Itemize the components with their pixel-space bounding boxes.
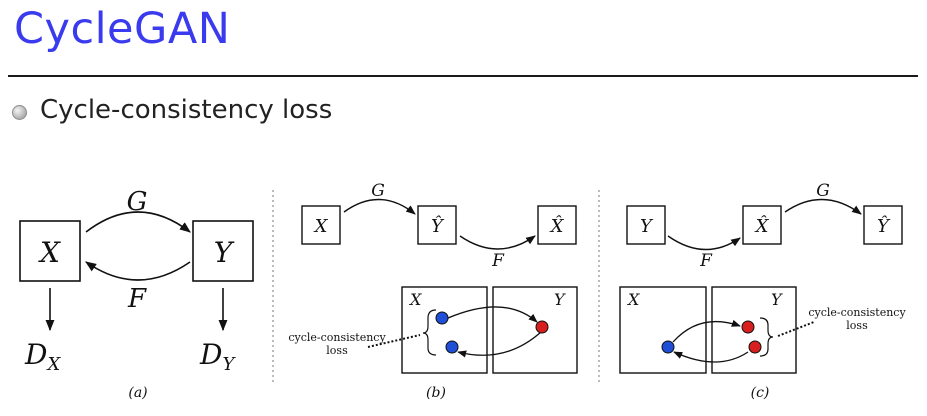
loss-pointer-b <box>367 334 421 348</box>
arrow-c-f <box>667 235 741 251</box>
brace-c <box>759 317 774 357</box>
loss-label-c-2: loss <box>846 319 868 332</box>
discriminator-y-main: D <box>199 338 222 371</box>
red-point-c-1 <box>741 320 755 334</box>
arrow-f-label: F <box>127 284 147 314</box>
box-c-xhat-label: X̂ <box>754 215 770 237</box>
box-c-yhat-label: Ŷ <box>877 214 891 237</box>
red-point-c-2 <box>748 340 762 354</box>
arrow-b-g-label: G <box>371 181 385 201</box>
domain-c-x <box>619 286 707 374</box>
bullet-icon <box>12 105 27 120</box>
box-b-yhat-label: Ŷ <box>431 214 445 237</box>
box-x <box>19 220 81 282</box>
box-c-yhat <box>863 205 903 245</box>
arrow-b-f-label: F <box>491 251 505 271</box>
discriminator-x: DX <box>24 338 61 375</box>
box-y-label: Y <box>214 236 235 269</box>
slide-title: CycleGAN <box>14 4 231 54</box>
box-c-y <box>626 205 666 245</box>
box-b-yhat <box>417 205 457 245</box>
blue-point-b-2 <box>445 340 459 354</box>
brace-b <box>422 309 437 356</box>
arrow-b-map-f <box>457 331 542 358</box>
loss-label-c-1: cycle-consistency <box>808 306 906 319</box>
discriminator-y: DY <box>199 338 236 375</box>
domain-c-x-label: X <box>626 290 640 309</box>
title-divider <box>8 75 918 77</box>
domain-b-y <box>492 286 578 374</box>
blue-point-c <box>661 340 675 354</box>
arrow-f <box>85 261 191 281</box>
domain-b-x <box>401 286 488 374</box>
caption-a: (a) <box>128 385 147 401</box>
box-x-label: X <box>38 236 61 269</box>
panel-c: Y X̂ Ŷ F G X Y cycle-consistency loss (c… <box>619 181 906 401</box>
arrow-g-label: G <box>127 187 148 217</box>
domain-b-y-label: Y <box>554 290 566 309</box>
arrow-c-map-f <box>672 319 741 343</box>
discriminator-x-main: D <box>24 338 47 371</box>
caption-c: (c) <box>751 385 770 401</box>
panel-a: X Y G F DX DY (a) <box>19 187 254 401</box>
domain-c-y-label: Y <box>771 290 783 309</box>
arrow-c-map-g <box>673 351 749 363</box>
arrow-b-map-g <box>447 306 538 323</box>
loss-pointer-c <box>777 321 815 337</box>
arrow-c-g <box>784 198 862 215</box>
box-b-xhat-label: X̂ <box>549 215 565 237</box>
domain-c-y <box>711 286 797 374</box>
arrow-g <box>85 211 191 233</box>
box-b-xhat <box>537 205 577 245</box>
bullet-text: Cycle-consistency loss <box>40 95 333 125</box>
arrow-b-g <box>343 198 416 215</box>
loss-label-b-1: cycle-consistency <box>288 331 386 344</box>
discriminator-y-sub: Y <box>222 354 236 375</box>
arrow-c-g-label: G <box>816 181 830 201</box>
blue-point-b-1 <box>435 311 449 325</box>
box-y <box>192 220 254 282</box>
domain-b-x-label: X <box>408 290 422 309</box>
panel-b: X Ŷ X̂ G F X Y cycle-consistency loss (b… <box>288 181 578 401</box>
arrow-c-f-label: F <box>699 251 713 271</box>
box-c-xhat <box>742 205 782 245</box>
red-point-b <box>535 320 549 334</box>
box-b-x-label: X <box>313 216 329 237</box>
box-c-y-label: Y <box>640 216 654 237</box>
arrow-b-f <box>459 235 536 250</box>
box-b-x <box>301 205 341 245</box>
discriminator-x-sub: X <box>45 354 61 375</box>
caption-b: (b) <box>426 385 446 401</box>
loss-label-b-2: loss <box>326 344 348 357</box>
